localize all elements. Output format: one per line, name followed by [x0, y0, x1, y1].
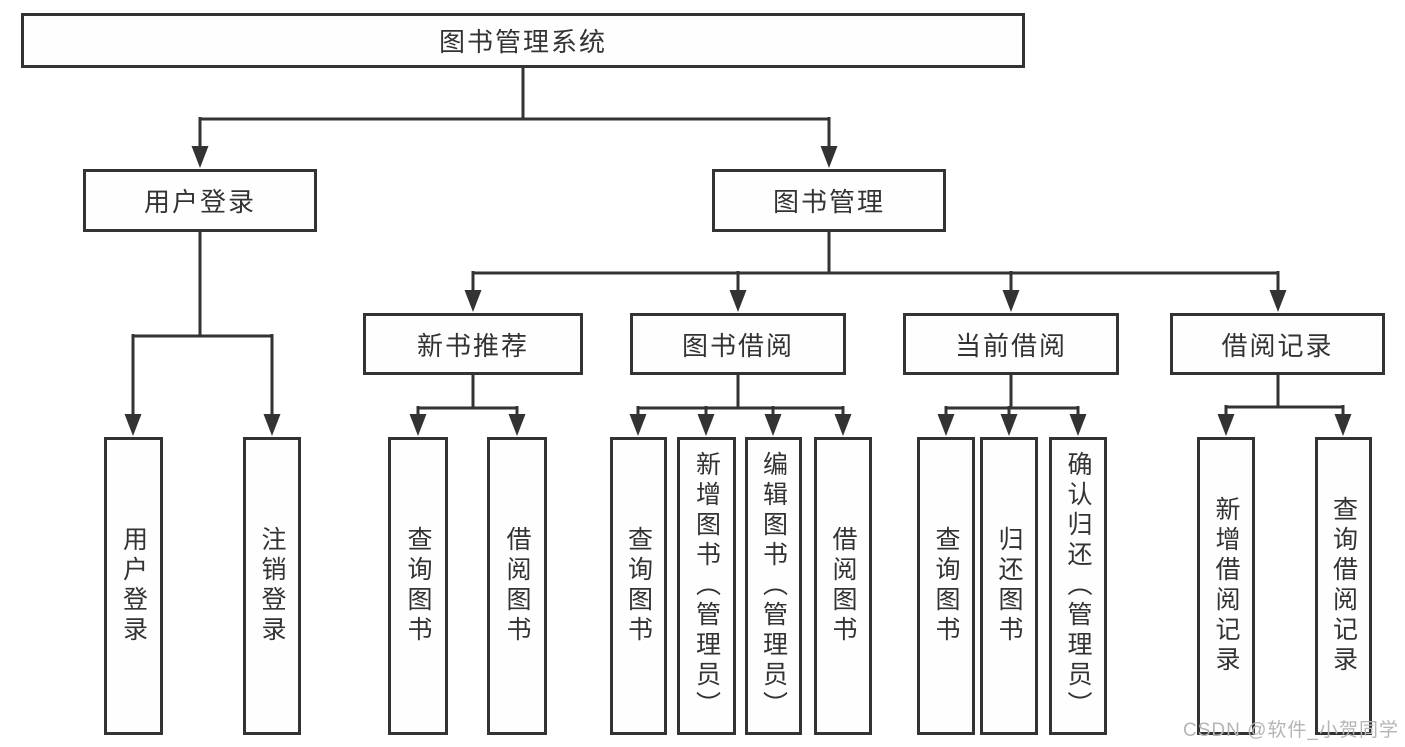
leaf-current-query-books: 查询图书	[917, 437, 975, 735]
node-library-management-system: 图书管理系统	[21, 13, 1025, 68]
leaf-record-add-borrow-record: 新增借阅记录	[1197, 437, 1255, 735]
arrowhead-icons	[124, 146, 1352, 436]
leaf-logout: 注销登录	[243, 437, 301, 735]
leaf-current-confirm-return-admin: 确认归还（管理员）	[1049, 437, 1107, 735]
leaf-user-login: 用户登录	[104, 437, 163, 735]
node-book-borrow: 图书借阅	[630, 313, 846, 375]
leaf-newbook-query-books: 查询图书	[388, 437, 448, 735]
node-new-book-recommend: 新书推荐	[363, 313, 583, 375]
csdn-watermark: CSDN @软件_小贺同学	[1183, 720, 1399, 741]
leaf-borrow-borrow-books: 借阅图书	[814, 437, 872, 735]
leaf-borrow-query-books: 查询图书	[610, 437, 667, 735]
leaf-current-return-books: 归还图书	[980, 437, 1038, 735]
leaf-newbook-borrow-books: 借阅图书	[487, 437, 547, 735]
leaf-borrow-edit-books-admin: 编辑图书（管理员）	[745, 437, 802, 735]
node-book-management: 图书管理	[712, 169, 946, 232]
node-user-login: 用户登录	[83, 169, 317, 232]
leaf-borrow-add-books-admin: 新增图书（管理员）	[677, 437, 736, 735]
leaf-record-query-borrow-record: 查询借阅记录	[1315, 437, 1372, 735]
node-current-borrow: 当前借阅	[903, 313, 1119, 375]
node-borrow-record: 借阅记录	[1170, 313, 1385, 375]
